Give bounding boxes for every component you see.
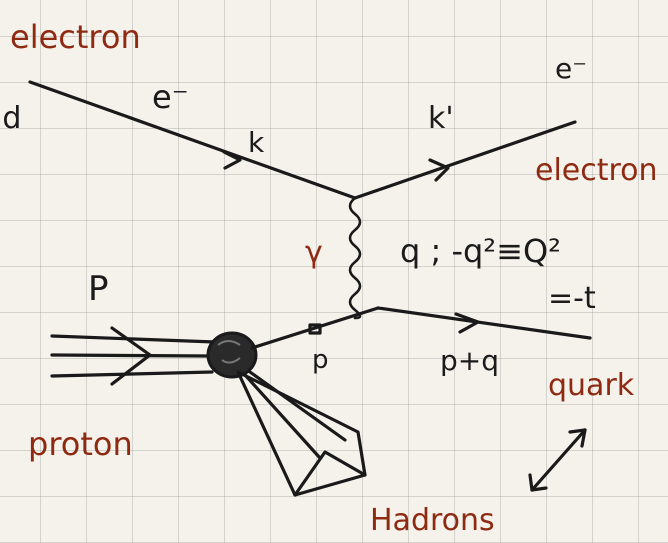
quark-label: quark [548,368,635,403]
outgoing-momentum-label: k' [428,101,454,136]
quark-in-momentum-label: p [312,345,329,375]
outgoing-electron-arrow-icon [428,158,450,182]
proton-line-bottom [50,370,214,378]
photon-momentum-label: q ; -q²≡Q² [400,232,561,270]
photon-symbol: γ [305,235,323,270]
outgoing-electron-label: electron [535,153,658,188]
proton-line-top [50,334,217,344]
quark-out-arrow-icon [454,312,480,334]
outgoing-electron-line [353,120,577,200]
hadrons-label: Hadrons [370,503,495,538]
incoming-electron-label: electron [10,18,141,56]
incoming-electron-symbol: e⁻ [152,78,189,116]
outgoing-electron-symbol: e⁻ [555,52,587,85]
quark-out-momentum-label: p+q [440,344,499,377]
incoming-electron-line [28,80,357,200]
incoming-cut-label: ld [0,101,21,136]
photon-t-label: =-t [548,281,596,316]
proton-line-mid [50,353,212,358]
proton-arrow-icon [110,326,152,386]
quark-out-line [376,306,592,340]
quark-in-arrow-icon [308,323,322,335]
incoming-momentum-label: k [248,126,265,159]
double-arrow-head-right-icon [568,428,587,448]
proton-symbol: P [88,269,109,309]
incoming-electron-arrow-icon [222,150,242,170]
double-arrow-head-left-icon [528,473,548,492]
double-arrow-line [530,428,587,492]
proton-blob [206,331,258,379]
quark-in-line [250,306,380,350]
proton-label: proton [28,425,133,463]
photon-wavy-line [348,196,362,320]
